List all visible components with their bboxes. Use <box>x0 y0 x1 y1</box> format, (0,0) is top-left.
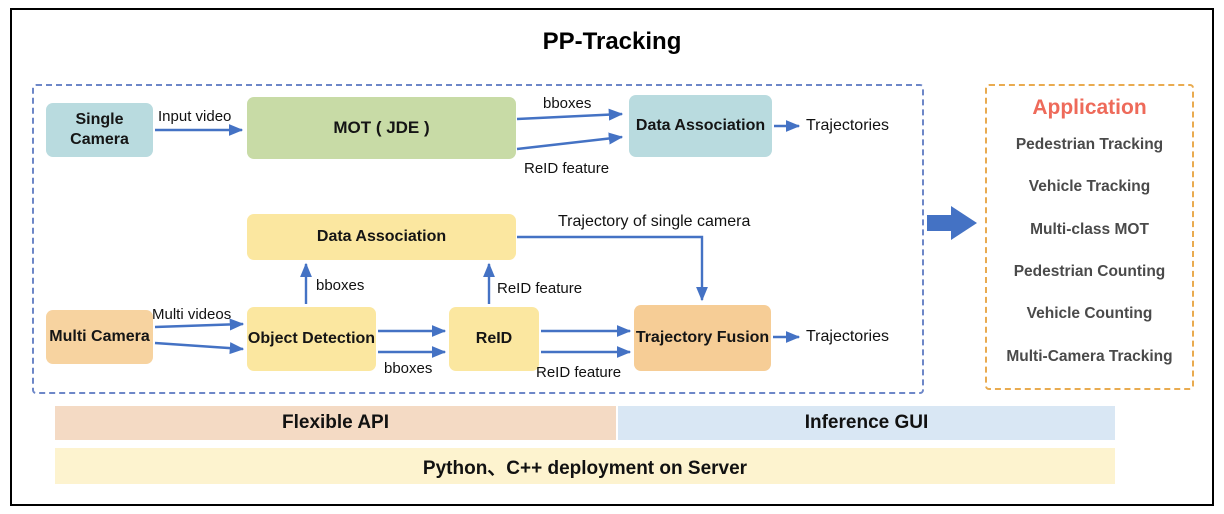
bboxes-up-label: bboxes <box>316 277 365 294</box>
application-item-multi-class-mot: Multi-class MOT <box>1030 220 1149 238</box>
application-item-vehicle-tracking: Vehicle Tracking <box>1028 178 1151 196</box>
multi-camera-box: Multi Camera <box>46 310 153 364</box>
deployment-bar: Python、C++ deployment on Server <box>55 448 1115 484</box>
trajectories-bottom-label: Trajectories <box>806 328 889 345</box>
application-item-multi-camera-tracking: Multi-Camera Tracking <box>1006 347 1173 365</box>
bboxes-top-label: bboxes <box>543 95 592 112</box>
data-association-top-box: Data Association <box>629 95 772 157</box>
data-association-mid-box: Data Association <box>247 214 516 260</box>
application-title: Application <box>1032 96 1147 119</box>
trajectory-of-single-camera-label: Trajectory of single camera <box>558 213 751 230</box>
reid-feature-top-label: ReID feature <box>524 160 610 177</box>
pipeline-panel <box>32 84 924 394</box>
mot-jde-box: MOT ( JDE ) <box>247 97 516 159</box>
object-detection-box: Object Detection <box>247 307 376 371</box>
input-video-label: Input video <box>158 108 232 125</box>
bboxes-bottom-label: bboxes <box>384 360 433 377</box>
trajectory-fusion-box: Trajectory Fusion <box>634 305 771 371</box>
outer-border <box>10 8 1214 506</box>
application-item-pedestrian-counting: Pedestrian Counting <box>1013 263 1166 281</box>
multi-videos-label: Multi videos <box>152 306 232 323</box>
application-item-pedestrian-tracking: Pedestrian Tracking <box>1015 136 1164 154</box>
application-panel: Application Pedestrian Tracking Vehicle … <box>985 84 1194 390</box>
reid-feature-bottom-label: ReID feature <box>536 364 622 381</box>
application-item-vehicle-counting: Vehicle Counting <box>1026 305 1153 323</box>
flexible-api-bar: Flexible API <box>55 406 616 440</box>
single-camera-box: Single Camera <box>46 103 153 157</box>
trajectories-top-label: Trajectories <box>806 117 889 134</box>
application-items: Pedestrian Tracking Vehicle Tracking Mul… <box>993 120 1186 378</box>
page-title: PP-Tracking <box>542 28 682 55</box>
inference-gui-bar: Inference GUI <box>618 406 1115 440</box>
reid-feature-up-label: ReID feature <box>497 280 583 297</box>
reid-box: ReID <box>449 307 539 371</box>
